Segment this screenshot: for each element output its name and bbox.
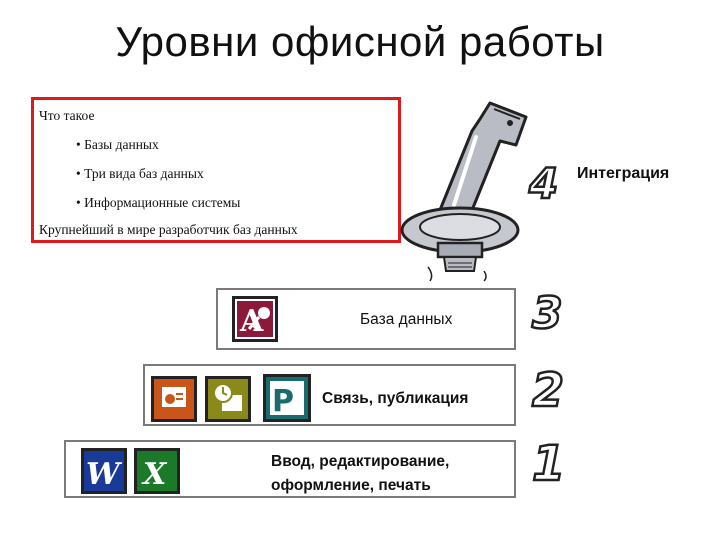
svg-text:P: P bbox=[272, 384, 294, 419]
level-2-box: P Связь, публикация bbox=[143, 364, 516, 426]
page-title: Уровни офисной работы bbox=[115, 18, 605, 65]
outlook-icon bbox=[205, 376, 251, 422]
wrench-bolt-icon bbox=[398, 95, 538, 285]
powerpoint-icon bbox=[151, 376, 197, 422]
publisher-icon: P bbox=[263, 374, 311, 422]
level-2-number-icon: 2 bbox=[528, 362, 568, 419]
excel-icon: X bbox=[134, 448, 180, 494]
info-box: Что такое • Базы данных • Три вида баз д… bbox=[31, 97, 401, 243]
word-icon: W bbox=[81, 448, 127, 494]
svg-text:X: X bbox=[141, 457, 168, 491]
level-1-number: 1 bbox=[532, 436, 565, 486]
level-4-number: 4 bbox=[528, 160, 558, 202]
level-3-box: A База данных bbox=[216, 288, 516, 350]
level-3-label: База данных bbox=[360, 311, 453, 328]
info-item: • Три вида баз данных bbox=[76, 166, 204, 181]
level-1-label-line2: оформление, печать bbox=[271, 477, 431, 494]
svg-text:W: W bbox=[86, 457, 123, 491]
level-1-label-line1: Ввод, редактирование, bbox=[271, 453, 450, 470]
level-3-number-icon: 3 bbox=[528, 287, 568, 341]
info-footer: Крупнейший в мире разработчик баз данных bbox=[39, 222, 298, 237]
level-1-number-icon: 1 bbox=[528, 434, 568, 494]
info-item: • Информационные системы bbox=[76, 195, 241, 210]
level-2-label: Связь, публикация bbox=[322, 390, 469, 407]
level-3-number: 3 bbox=[532, 288, 563, 334]
level-2-number: 2 bbox=[532, 363, 564, 412]
level-4-label: Интеграция bbox=[577, 165, 670, 182]
info-item: • Базы данных bbox=[76, 137, 159, 152]
level-1-label: Ввод, редактирование, оформление, печать bbox=[271, 450, 449, 498]
info-heading: Что такое bbox=[39, 108, 95, 123]
level-1-box: W X Ввод, редактирование, оформление, пе… bbox=[64, 440, 516, 498]
level-4-number-icon: 4 bbox=[525, 158, 565, 210]
access-key-icon: A bbox=[232, 296, 278, 342]
